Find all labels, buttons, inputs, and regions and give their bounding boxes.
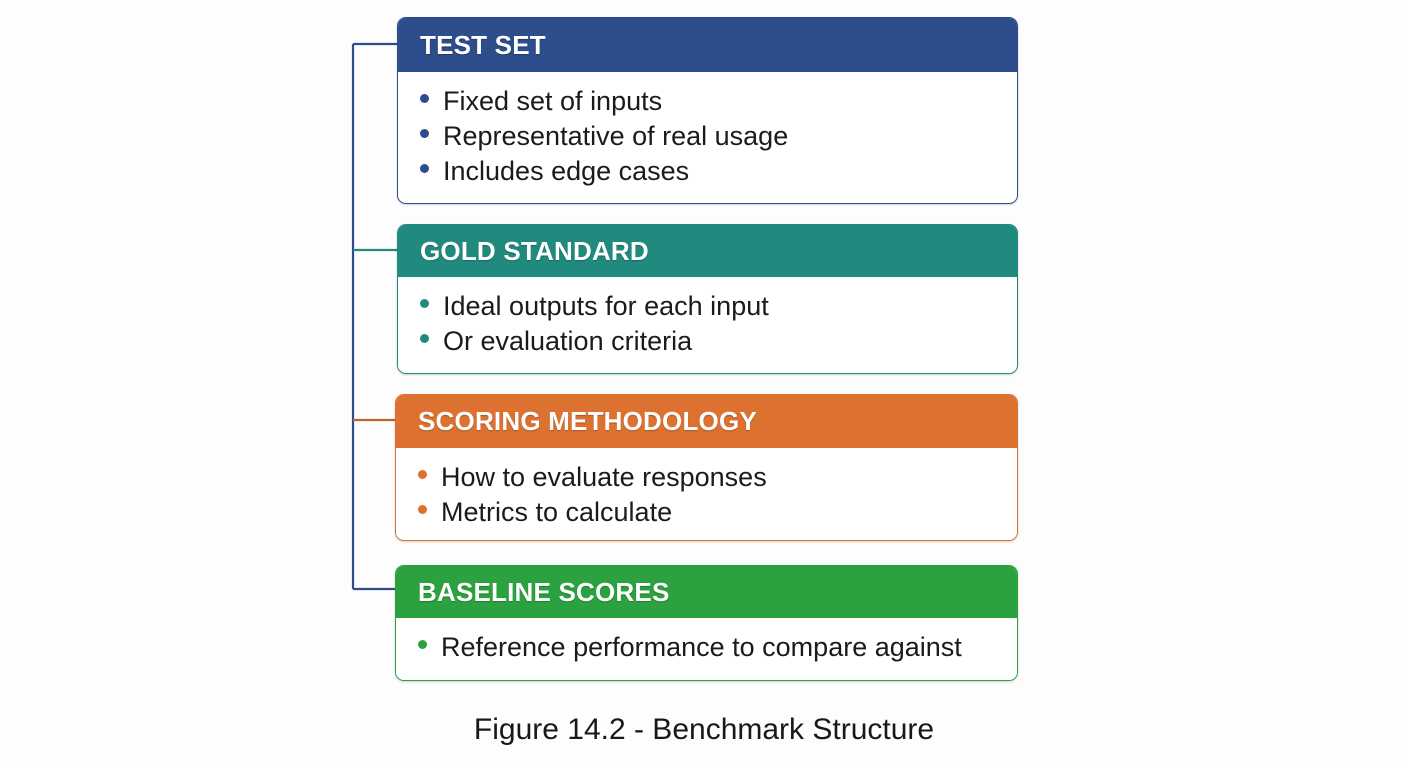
list-item: Reference performance to compare against xyxy=(418,630,999,665)
list-item: Metrics to calculate xyxy=(418,495,999,530)
list-item: Ideal outputs for each input xyxy=(420,289,999,324)
list-item-label: Fixed set of inputs xyxy=(443,86,663,116)
list-item: Fixed set of inputs xyxy=(420,84,999,119)
list-item-label: Or evaluation criteria xyxy=(443,326,693,357)
list-item-label: Ideal outputs for each input xyxy=(443,291,769,321)
card-header-scoring-methodology: SCORING METHODOLOGY xyxy=(396,395,1017,448)
card-body-gold-standard: Ideal outputs for each input Or evaluati… xyxy=(398,277,1017,373)
figure-caption: Figure 14.2 - Benchmark Structure xyxy=(473,713,935,746)
bullet-dot-icon xyxy=(418,470,427,479)
bullet-dot-icon xyxy=(420,334,429,344)
list-item: Or evaluation criteria xyxy=(420,324,999,359)
list-item-label: Metrics to calculate xyxy=(441,497,673,528)
card-title-scoring-methodology: SCORING METHODOLOGY xyxy=(418,406,757,436)
list-item-label: Includes edge cases xyxy=(443,156,690,187)
list-item-label: Representative of real usage xyxy=(443,121,789,152)
list-item-label: Reference performance to compare against xyxy=(441,632,962,662)
bullet-dot-icon xyxy=(420,299,429,308)
bullet-dot-icon xyxy=(420,129,429,139)
bullet-dot-icon xyxy=(418,640,427,649)
card-header-gold-standard: GOLD STANDARD xyxy=(398,225,1017,277)
card-gold-standard[interactable]: GOLD STANDARD Ideal outputs for each inp… xyxy=(397,224,1018,374)
bullet-dot-icon xyxy=(418,505,427,515)
list-item: Includes edge cases xyxy=(420,154,999,189)
card-scoring-methodology[interactable]: SCORING METHODOLOGY How to evaluate resp… xyxy=(395,394,1018,541)
card-body-test-set: Fixed set of inputs Representative of re… xyxy=(398,72,1017,203)
card-body-scoring-methodology: How to evaluate responses Metrics to cal… xyxy=(396,448,1017,540)
list-item: Representative of real usage xyxy=(420,119,999,154)
bullet-dot-icon xyxy=(420,94,429,103)
card-body-baseline-scores: Reference performance to compare against xyxy=(396,618,1017,680)
card-title-gold-standard: GOLD STANDARD xyxy=(420,235,649,266)
list-item: How to evaluate responses xyxy=(418,460,999,495)
card-baseline-scores[interactable]: BASELINE SCORES Reference performance to… xyxy=(395,565,1018,681)
card-title-test-set: TEST SET xyxy=(420,29,546,60)
card-test-set[interactable]: TEST SET Fixed set of inputs Representat… xyxy=(397,17,1018,204)
card-title-baseline-scores: BASELINE SCORES xyxy=(418,576,670,607)
card-header-baseline-scores: BASELINE SCORES xyxy=(396,566,1017,618)
list-item-label: How to evaluate responses xyxy=(441,462,767,492)
bullet-dot-icon xyxy=(420,164,429,174)
card-header-test-set: TEST SET xyxy=(398,18,1017,72)
